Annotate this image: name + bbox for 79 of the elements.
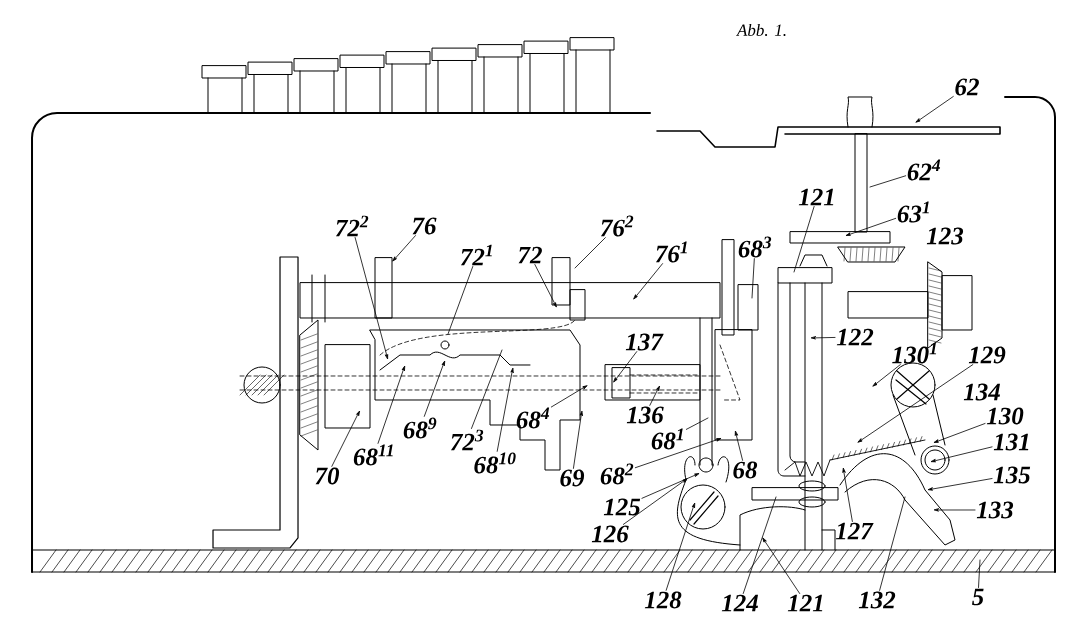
leader-line [934, 508, 976, 512]
leader-line [633, 263, 663, 300]
figure-title: Abb. 1. [736, 24, 786, 36]
leader-line [377, 365, 405, 444]
leader-line [613, 351, 638, 383]
leader-line [574, 237, 606, 269]
callout-number: 72$^{1}$ [460, 244, 492, 266]
leader-line [762, 537, 801, 594]
callout-number: 136 [626, 406, 664, 424]
leader-line [331, 410, 360, 467]
leader-line [649, 385, 660, 406]
leader-line [623, 478, 688, 525]
leader-line [879, 496, 906, 591]
leader-line [496, 368, 514, 452]
leader-line [641, 473, 700, 499]
leader-line [665, 503, 695, 591]
callout-number: 62$^{4}$ [907, 159, 941, 181]
leader-line [842, 468, 853, 522]
leader-line [734, 431, 743, 461]
callout-number: 76$^{1}$ [655, 241, 687, 263]
leader-line [933, 423, 986, 443]
callout-number: 121 [787, 594, 823, 612]
callout-number: 122 [836, 328, 874, 346]
leader-line [392, 235, 416, 262]
callout-number: 123 [926, 227, 964, 245]
callout-number: 125 [603, 498, 641, 516]
callout-number: 68$^{1}$ [651, 428, 683, 450]
callout-number: 131 [993, 433, 1029, 451]
callout-number: 68$^{3}$ [738, 236, 772, 258]
callout-number: 128 [644, 591, 682, 609]
leader-line [447, 266, 474, 335]
callout-number: 133 [976, 501, 1014, 519]
leader-line [573, 411, 583, 469]
leader-line [742, 496, 777, 594]
callout-number: 134 [963, 383, 1000, 401]
leader-line [931, 446, 993, 463]
callout-number: 69 [560, 469, 585, 487]
leader-line [354, 237, 389, 359]
leader-line [928, 478, 993, 491]
callout-number: 135 [993, 466, 1031, 484]
callout-number: 68 [733, 461, 758, 479]
callout-number: 124 [721, 594, 758, 612]
leader-line [423, 360, 445, 417]
leader-line [471, 349, 503, 429]
callout-number: 5 [972, 588, 984, 606]
callout-number: 137 [625, 333, 664, 351]
callout-number: 130 [986, 407, 1024, 425]
callout-number: 76$^{2}$ [600, 215, 634, 237]
callout-number: 129 [968, 346, 1006, 364]
leader-line [978, 559, 981, 588]
leader-line [634, 438, 722, 469]
leader-line [534, 264, 557, 308]
callout-number: 130$^{1}$ [892, 342, 937, 364]
leader-line [811, 336, 836, 340]
callout-number: 62 [955, 78, 979, 96]
callout-number: 68$^{11}$ [353, 444, 393, 466]
leader-line [846, 217, 897, 236]
callout-number: 72$^{2}$ [335, 215, 369, 237]
callout-number: 127 [835, 522, 874, 540]
callout-number: 76 [412, 217, 437, 235]
callout-number: 72 [518, 246, 542, 264]
callout-number: 72$^{3}$ [450, 429, 484, 451]
callout-number: 68$^{10}$ [474, 452, 516, 474]
callout-number: 132 [858, 591, 896, 609]
leader-line [685, 417, 709, 430]
leader-line [869, 175, 907, 188]
callout-number: 68$^{9}$ [403, 417, 437, 439]
leader-line [550, 385, 588, 408]
leader-line [857, 364, 974, 443]
callout-number: 126 [591, 525, 629, 543]
callout-number: 63$^{1}$ [897, 201, 929, 223]
callout-number: 68$^{4}$ [516, 407, 550, 429]
callout-number: 70 [315, 467, 340, 485]
leader-line [915, 96, 954, 123]
callout-number: 68$^{2}$ [600, 463, 634, 485]
callout-number: 121 [798, 188, 834, 206]
leader-line [751, 258, 755, 299]
leader-line [793, 206, 815, 273]
leader-line [872, 364, 901, 387]
